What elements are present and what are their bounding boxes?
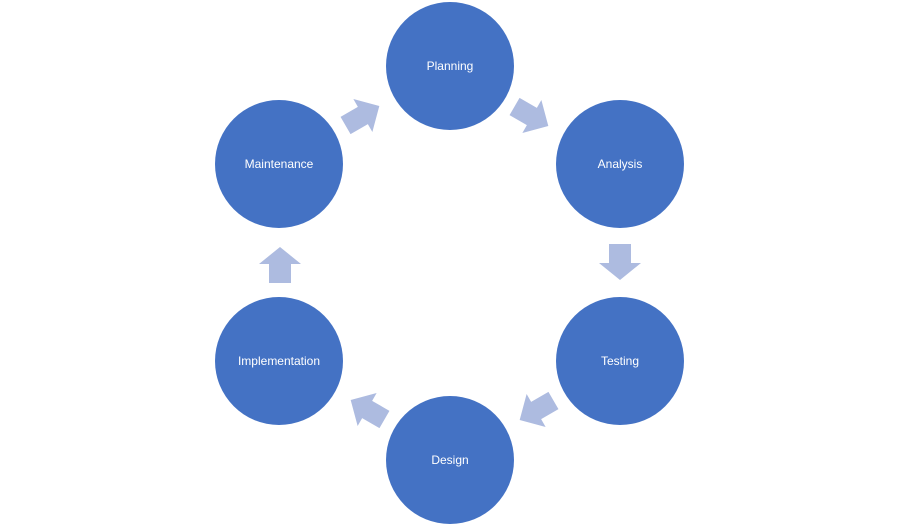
- arrow-planning-to-analysis: [509, 97, 549, 133]
- stage-node-design: Design: [386, 396, 514, 524]
- stage-node-analysis: Analysis: [556, 100, 684, 228]
- arrow-maintenance-to-planning: [340, 99, 380, 135]
- stage-circle: [386, 396, 514, 524]
- stage-node-implementation: Implementation: [215, 297, 343, 425]
- stage-circle: [386, 2, 514, 130]
- stage-node-testing: Testing: [556, 297, 684, 425]
- stage-label-planning: Planning: [427, 59, 474, 73]
- stage-circle: [556, 297, 684, 425]
- stage-label-testing: Testing: [601, 354, 639, 368]
- stage-node-maintenance: Maintenance: [215, 100, 343, 228]
- arrow-testing-to-design: [519, 391, 559, 427]
- stage-label-implementation: Implementation: [238, 354, 320, 368]
- arrow-analysis-to-testing: [599, 244, 641, 280]
- stage-label-analysis: Analysis: [598, 157, 643, 171]
- stage-circle: [215, 100, 343, 228]
- stage-circle: [556, 100, 684, 228]
- stage-node-planning: Planning: [386, 2, 514, 130]
- arrow-implementation-to-maintenance: [259, 247, 301, 283]
- stage-label-maintenance: Maintenance: [245, 157, 314, 171]
- arrow-design-to-implementation: [350, 393, 390, 429]
- stage-label-design: Design: [431, 453, 468, 467]
- stage-circle: [215, 297, 343, 425]
- cycle-arrows: [259, 97, 641, 429]
